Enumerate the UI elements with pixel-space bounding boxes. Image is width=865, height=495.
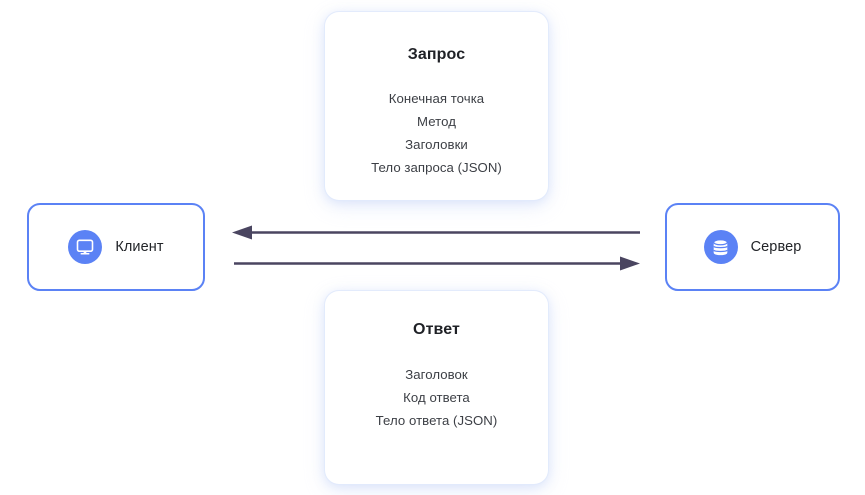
- list-item: Заголовок: [405, 367, 468, 382]
- list-item: Код ответа: [403, 390, 470, 405]
- client-node-content: Клиент: [68, 230, 164, 264]
- database-icon: [703, 230, 738, 264]
- response-card-title: Ответ: [413, 321, 460, 338]
- server-node-label: Сервер: [750, 239, 802, 255]
- request-card-title: Запрос: [407, 46, 466, 63]
- client-node-label: Клиент: [115, 239, 164, 255]
- list-item: Конечная точка: [388, 91, 485, 106]
- client-node: Клиент: [27, 203, 205, 291]
- list-item: Тело запроса (JSON): [371, 160, 502, 175]
- response-card-list: Заголовок Код ответа Тело ответа (JSON): [325, 363, 548, 432]
- request-arrow: [234, 256, 640, 271]
- response-card: Ответ Заголовок Код ответа Тело ответа (…: [325, 291, 548, 484]
- server-node-content: Сервер: [703, 230, 802, 264]
- request-card: Запрос Конечная точка Метод Заголовки Те…: [325, 12, 548, 200]
- response-arrow: [232, 225, 640, 240]
- list-item: Метод: [417, 114, 456, 129]
- monitor-icon: [68, 230, 103, 264]
- list-item: Заголовки: [405, 137, 468, 152]
- request-card-list: Конечная точка Метод Заголовки Тело запр…: [325, 87, 548, 179]
- server-node: Сервер: [665, 203, 840, 291]
- list-item: Тело ответа (JSON): [375, 413, 498, 428]
